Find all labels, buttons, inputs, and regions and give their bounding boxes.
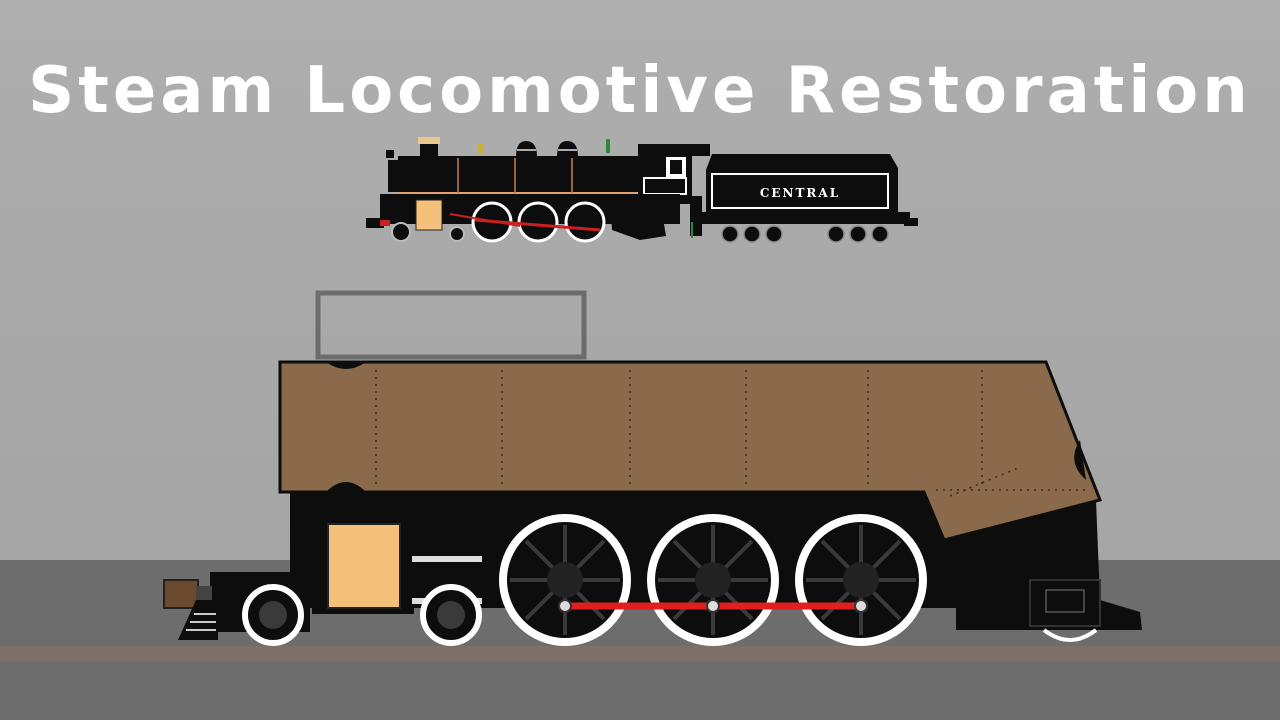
small-locomotive: CENTRAL bbox=[366, 137, 918, 243]
tender-lettering: CENTRAL bbox=[760, 186, 840, 200]
video-title: Steam Locomotive Restoration bbox=[28, 54, 1252, 128]
driving-wheel-2 bbox=[647, 514, 779, 646]
side-rods bbox=[558, 599, 868, 613]
trailing-truck bbox=[1029, 579, 1101, 642]
driving-wheel-3 bbox=[795, 514, 927, 646]
rail-track bbox=[0, 646, 1280, 662]
driving-wheel-1 bbox=[499, 514, 631, 646]
